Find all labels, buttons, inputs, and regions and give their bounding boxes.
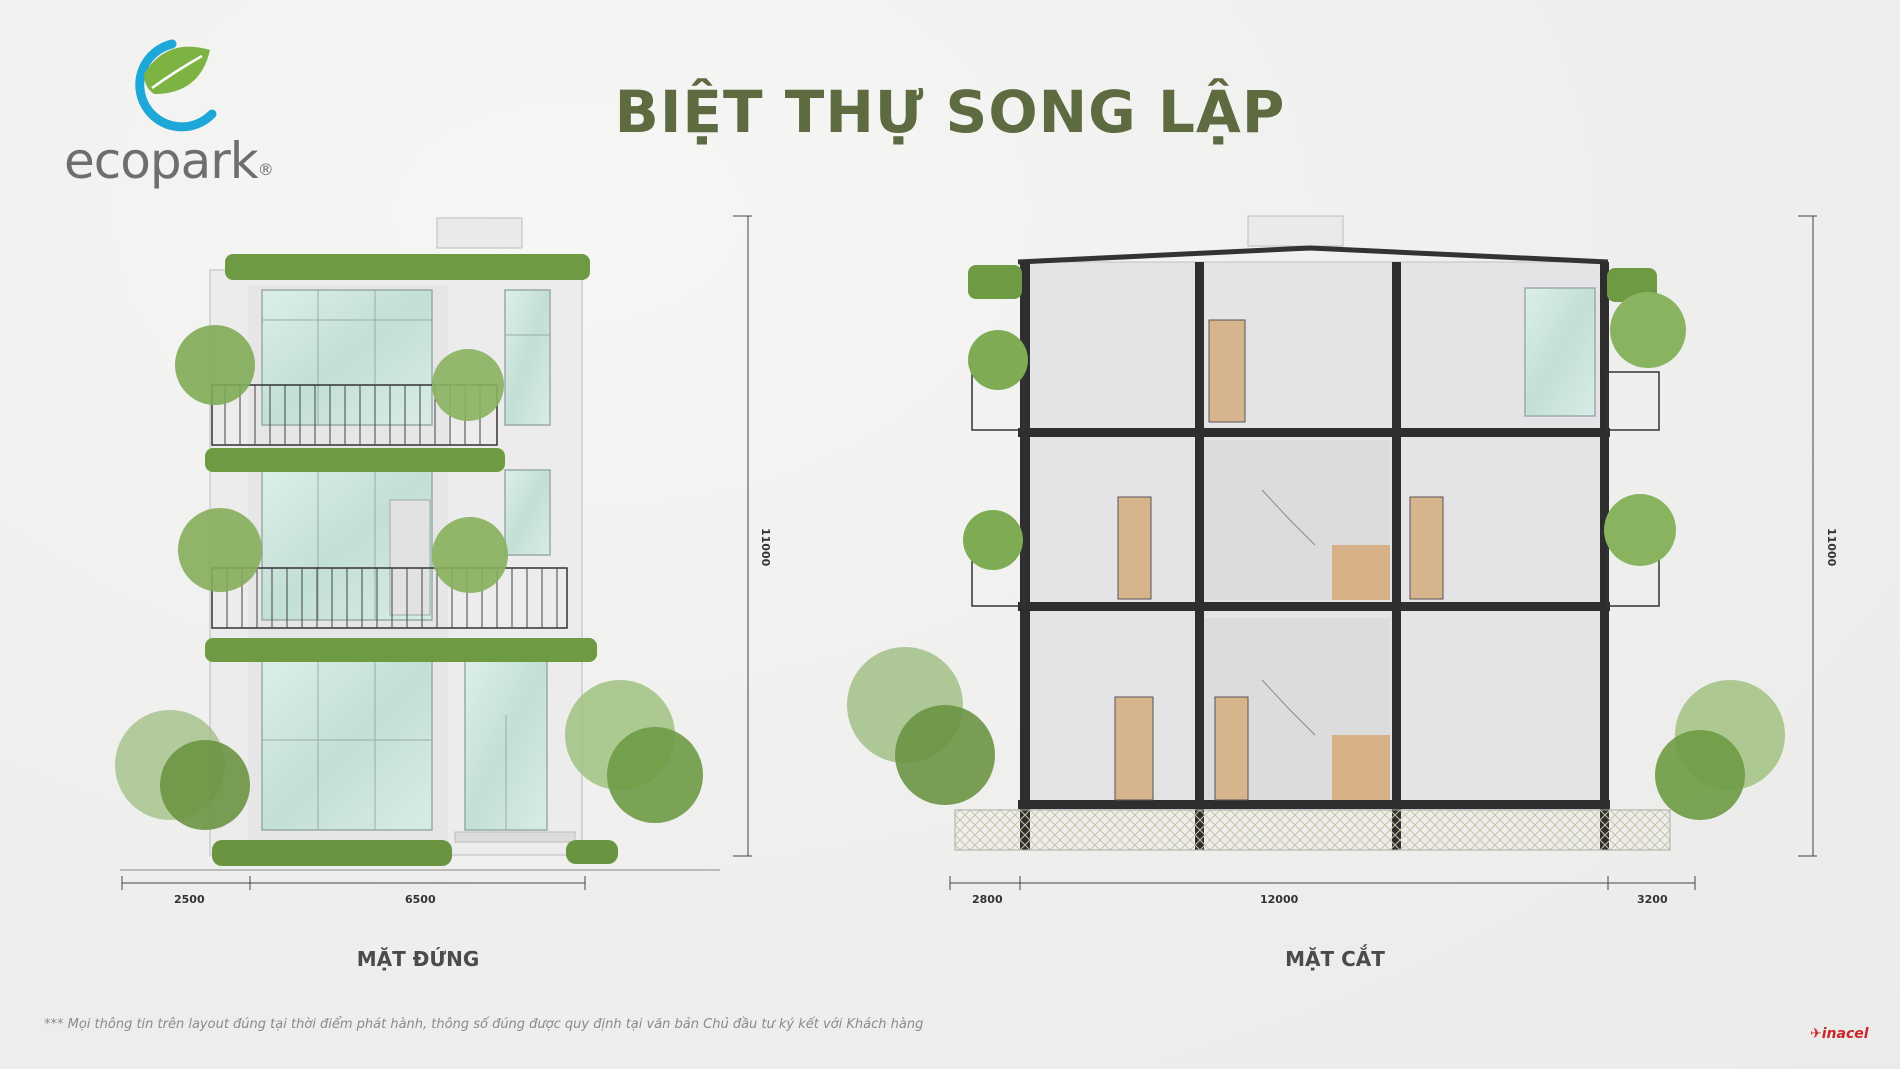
section-caption: MẶT CẮT	[1285, 947, 1385, 971]
ecopark-leaf-icon	[135, 39, 217, 132]
ecopark-logo: ecopark®	[62, 32, 302, 192]
dim-elevation-height: 11000	[759, 528, 772, 567]
front-elevation	[115, 215, 752, 890]
dim-section-right: 3200	[1637, 893, 1668, 906]
dim-elevation-left: 2500	[174, 893, 205, 906]
brand-bird-icon: ✈	[1810, 1026, 1822, 1042]
dim-elevation-right: 6500	[405, 893, 436, 906]
disclaimer-note: *** Mọi thông tin trên layout đúng tại t…	[44, 1017, 924, 1032]
dim-section-center: 12000	[1260, 893, 1299, 906]
building-section	[847, 215, 1817, 890]
dim-section-left: 2800	[972, 893, 1003, 906]
brand-watermark: ✈inacel	[1810, 1026, 1869, 1042]
elevation-caption: MẶT ĐỨNG	[356, 947, 480, 971]
page-title: BIỆT THỰ SONG LẬP	[614, 78, 1286, 146]
dim-section-height: 11000	[1825, 528, 1838, 567]
logo-text: ecopark®	[64, 132, 274, 190]
